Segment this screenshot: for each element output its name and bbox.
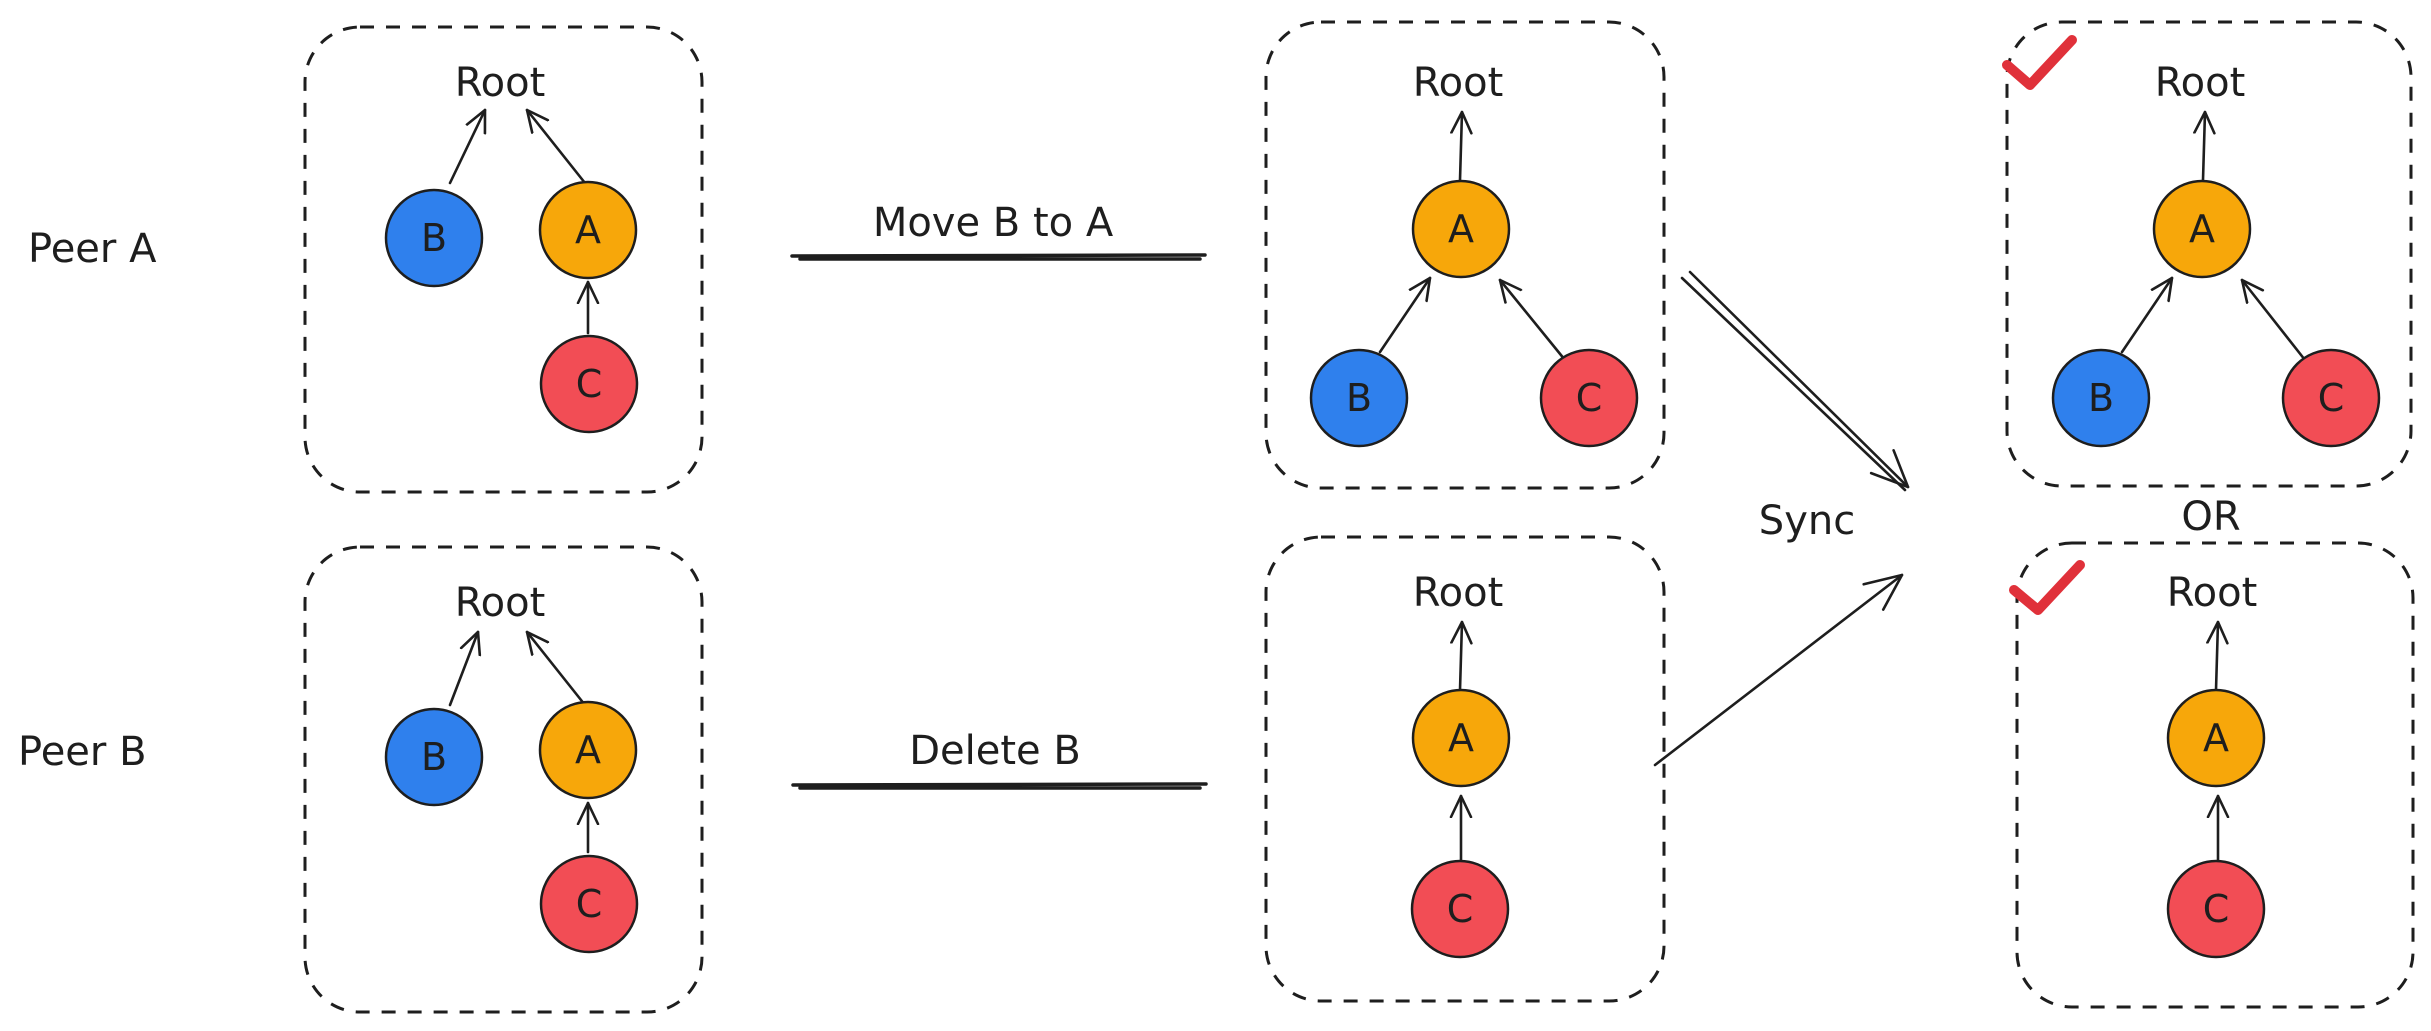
root-label: Root (1413, 60, 1504, 106)
node-c-label: C (576, 362, 603, 406)
edge-c-to-a (1498, 278, 1567, 362)
node-b (1309, 348, 1409, 448)
node-a (2166, 688, 2266, 788)
panel-frame (303, 545, 704, 1014)
node-a (1411, 179, 1511, 279)
edge-b-to-root (448, 108, 487, 185)
panel-result-option-1: Root A B C (2002, 20, 2413, 488)
node-a (2152, 179, 2252, 279)
operation-move-line (790, 253, 1207, 261)
node-c-label: C (1576, 376, 1603, 420)
root-label: Root (1413, 570, 1504, 616)
edge-b-to-a (2120, 276, 2174, 354)
node-c-label: C (2203, 887, 2230, 931)
node-b-label: B (421, 735, 447, 779)
node-c-label: C (2318, 376, 2345, 420)
edge-a-to-root (525, 110, 587, 185)
panel-peer-b-after-delete: Root A C (1264, 535, 1666, 1003)
node-a (1411, 688, 1511, 788)
root-label: Root (2155, 60, 2246, 106)
edge-a-to-root (525, 630, 587, 707)
node-a (538, 180, 638, 280)
panel-frame (1264, 535, 1666, 1003)
sync-label: Sync (1759, 498, 1855, 544)
node-a-label: A (1448, 207, 1474, 251)
node-c-label: C (1447, 887, 1474, 931)
or-label: OR (2181, 494, 2240, 540)
node-a-label: A (575, 208, 601, 252)
peer-b-label: Peer B (18, 729, 147, 775)
node-c (539, 854, 639, 954)
panel-frame (2015, 541, 2415, 1009)
edge-c-to-a (2240, 278, 2307, 362)
node-b (384, 707, 484, 807)
edge-a-to-root (2216, 620, 2218, 692)
node-c (539, 334, 639, 434)
root-label: Root (455, 60, 546, 106)
panel-frame (2005, 20, 2413, 488)
peer-a-label: Peer A (28, 226, 157, 272)
operation-move-label: Move B to A (873, 200, 1114, 246)
node-b (384, 188, 484, 288)
panel-result-option-2: Root A C (2009, 541, 2415, 1009)
check-icon (2009, 560, 2085, 615)
node-a-label: A (575, 728, 601, 772)
operation-delete-line (791, 782, 1208, 790)
operation-delete-label: Delete B (909, 728, 1081, 774)
node-b (2051, 348, 2151, 448)
node-a (538, 700, 638, 800)
edge-a-to-root (2203, 110, 2205, 182)
node-b-label: B (1346, 376, 1372, 420)
node-a-label: A (1448, 716, 1474, 760)
panel-peer-a-after-move: Root A B C (1264, 20, 1666, 490)
edge-a-to-root (1460, 620, 1462, 692)
edge-b-to-a (1378, 276, 1432, 354)
sync-arrow-bottom (1653, 573, 1904, 767)
node-a-label: A (2203, 716, 2229, 760)
node-b-label: B (2088, 376, 2114, 420)
sync-arrow-top (1680, 270, 1908, 490)
node-c (1539, 348, 1639, 448)
check-icon (2002, 35, 2077, 90)
edge-a-to-root (1460, 110, 1462, 182)
edge-b-to-root (448, 630, 478, 707)
panel-frame (1264, 20, 1666, 490)
node-a-label: A (2189, 207, 2215, 251)
root-label: Root (455, 580, 546, 626)
node-c (1410, 859, 1510, 959)
node-c-label: C (576, 882, 603, 926)
node-c (2166, 859, 2266, 959)
panel-peer-b-initial: Root B A C (303, 545, 704, 1014)
root-label: Root (2167, 570, 2258, 616)
panel-frame (303, 25, 704, 494)
node-c (2281, 348, 2381, 448)
panel-peer-a-initial: Root B A C (303, 25, 704, 494)
node-b-label: B (421, 216, 447, 260)
